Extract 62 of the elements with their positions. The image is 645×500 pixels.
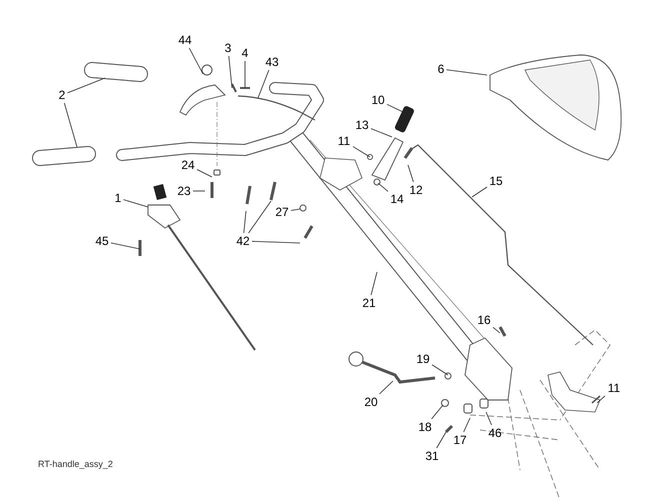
- callout-number: 1: [114, 191, 122, 205]
- callout-number: 6: [436, 62, 446, 76]
- callout-number: 10: [370, 93, 386, 107]
- bolt-part: [270, 182, 276, 200]
- leader-line: [486, 412, 492, 426]
- callout-number: 11: [336, 134, 352, 148]
- callout-number: 16: [476, 313, 492, 327]
- leader-line: [123, 199, 148, 208]
- callout-number: 2: [58, 88, 66, 102]
- leader-line: [370, 272, 378, 296]
- leader-line: [436, 432, 446, 448]
- callout-number: 17: [452, 433, 468, 447]
- callout-number: 44: [177, 33, 193, 47]
- leader-line: [64, 102, 78, 148]
- leader-line: [352, 146, 370, 158]
- leader-line: [472, 186, 488, 198]
- leader-line: [188, 48, 204, 74]
- callout-number: 23: [176, 184, 192, 198]
- callout-number: 27: [274, 205, 290, 219]
- clip-part: [214, 170, 220, 176]
- callout-number: 42: [235, 234, 251, 248]
- callout-number: 19: [415, 352, 431, 366]
- callout-number: 15: [488, 174, 504, 188]
- leader-line: [432, 364, 448, 376]
- callout-number: 24: [180, 158, 196, 172]
- leader-line: [463, 418, 470, 432]
- callout-number: 18: [417, 420, 433, 434]
- callout-number: 45: [94, 234, 110, 248]
- leader-line: [243, 210, 246, 234]
- callout-number: 31: [424, 449, 440, 463]
- callout-number: 21: [361, 296, 377, 310]
- callout-number: 14: [389, 192, 405, 206]
- leader-line: [196, 169, 212, 178]
- leader-line: [386, 104, 404, 112]
- callout-number: 11: [606, 381, 622, 395]
- leader-line: [431, 404, 444, 420]
- leader-line: [378, 182, 388, 192]
- bolt-part: [444, 424, 454, 434]
- leader-line: [252, 240, 300, 244]
- leader-line: [248, 200, 272, 234]
- leader-line: [596, 396, 606, 404]
- leader-line: [378, 380, 394, 394]
- callout-number: 20: [363, 395, 379, 409]
- callout-number: 4: [240, 46, 250, 60]
- callout-number: 3: [224, 41, 232, 55]
- callout-number: 46: [487, 426, 503, 440]
- callout-number: 13: [354, 118, 370, 132]
- leader-line: [67, 78, 106, 94]
- spring-part: [202, 64, 212, 76]
- leader-line: [492, 326, 500, 334]
- leader-line: [408, 164, 414, 182]
- drawing-reference: RT-handle_assy_2: [38, 458, 113, 471]
- callout-number: 12: [408, 183, 424, 197]
- callout-number: 43: [264, 55, 280, 69]
- leader-line: [110, 242, 140, 250]
- leader-line: [290, 208, 300, 211]
- leader-line: [258, 70, 270, 98]
- leader-line: [244, 60, 246, 88]
- leader-line: [370, 128, 392, 138]
- leader-line: [228, 56, 232, 88]
- leader-line: [192, 190, 206, 192]
- leader-line: [446, 69, 488, 76]
